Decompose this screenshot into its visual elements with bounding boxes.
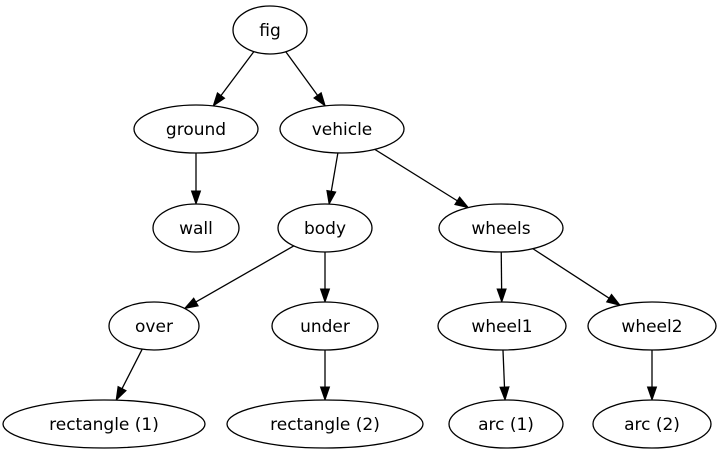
edge-line (285, 51, 319, 96)
node-label: body (304, 219, 346, 239)
node-wheel1: wheel1 (437, 301, 567, 351)
arrowhead (499, 386, 510, 402)
edge-wheels-wheel2 (532, 248, 622, 307)
arrowhead (190, 190, 202, 206)
node-wheels: wheels (438, 203, 564, 253)
edge-line (121, 348, 143, 389)
arrowhead (605, 293, 622, 307)
node-ellipse (133, 104, 259, 154)
edge-wheels-wheel1 (496, 251, 507, 304)
node-label: fig (259, 21, 281, 41)
edge-body-under (319, 252, 331, 304)
node-ellipse (271, 301, 379, 351)
node-body: body (277, 203, 373, 253)
edge-vehicle-body (326, 152, 339, 206)
arrowhead (183, 297, 199, 310)
edge-under-rect2 (319, 350, 331, 402)
edge-wheel1-arc1 (499, 349, 510, 402)
node-label: rectangle (1) (49, 415, 159, 435)
edge-line (195, 245, 295, 303)
node-ellipse (226, 399, 424, 449)
edge-body-over (183, 245, 295, 310)
edge-line (502, 349, 506, 388)
node-label: wheel1 (471, 317, 532, 337)
node-ellipse (592, 399, 712, 449)
edge-line (374, 148, 458, 202)
node-ellipse (277, 203, 373, 253)
node-ellipse (587, 301, 717, 351)
edge-vehicle-wheels (374, 148, 470, 209)
node-label: arc (1) (478, 415, 534, 435)
edge-line (220, 51, 255, 96)
node-ellipse (448, 399, 564, 449)
arrowhead (454, 196, 470, 209)
node-label: under (300, 317, 350, 337)
arrowhead (496, 288, 507, 304)
node-arc1: arc (1) (448, 399, 564, 449)
node-under: under (271, 301, 379, 351)
arrowhead (326, 189, 337, 206)
node-label: wheels (471, 219, 530, 239)
node-label: ground (166, 120, 226, 140)
arrowhead (313, 91, 327, 108)
node-fig: fig (232, 5, 308, 55)
edge-line (532, 248, 610, 299)
node-ellipse (108, 301, 200, 351)
arrowhead (646, 386, 658, 402)
node-rect2: rectangle (2) (226, 399, 424, 449)
edge-fig-vehicle (285, 51, 327, 108)
node-ellipse (438, 203, 564, 253)
node-label: wheel2 (621, 317, 682, 337)
arrowhead (319, 386, 331, 402)
node-label: wall (179, 219, 213, 239)
node-ellipse (152, 203, 240, 253)
arrowhead (212, 92, 226, 108)
arrowhead (115, 385, 127, 402)
node-rect1: rectangle (1) (2, 399, 206, 449)
node-arc2: arc (2) (592, 399, 712, 449)
node-ellipse (2, 399, 206, 449)
arrowhead (319, 288, 331, 304)
node-label: vehicle (312, 120, 373, 140)
node-ellipse (232, 5, 308, 55)
edge-wheel2-arc2 (646, 350, 658, 402)
node-over: over (108, 301, 200, 351)
node-ellipse (437, 301, 567, 351)
edge-fig-ground (212, 51, 255, 108)
node-ellipse (279, 104, 405, 154)
node-label: over (135, 317, 173, 337)
node-wheel2: wheel2 (587, 301, 717, 351)
edge-over-rect1 (115, 348, 143, 402)
edge-ground-wall (190, 153, 202, 206)
node-label: arc (2) (624, 415, 680, 435)
edge-line (330, 152, 339, 192)
node-vehicle: vehicle (279, 104, 405, 154)
node-wall: wall (152, 203, 240, 253)
node-ground: ground (133, 104, 259, 154)
node-label: rectangle (2) (270, 415, 380, 435)
